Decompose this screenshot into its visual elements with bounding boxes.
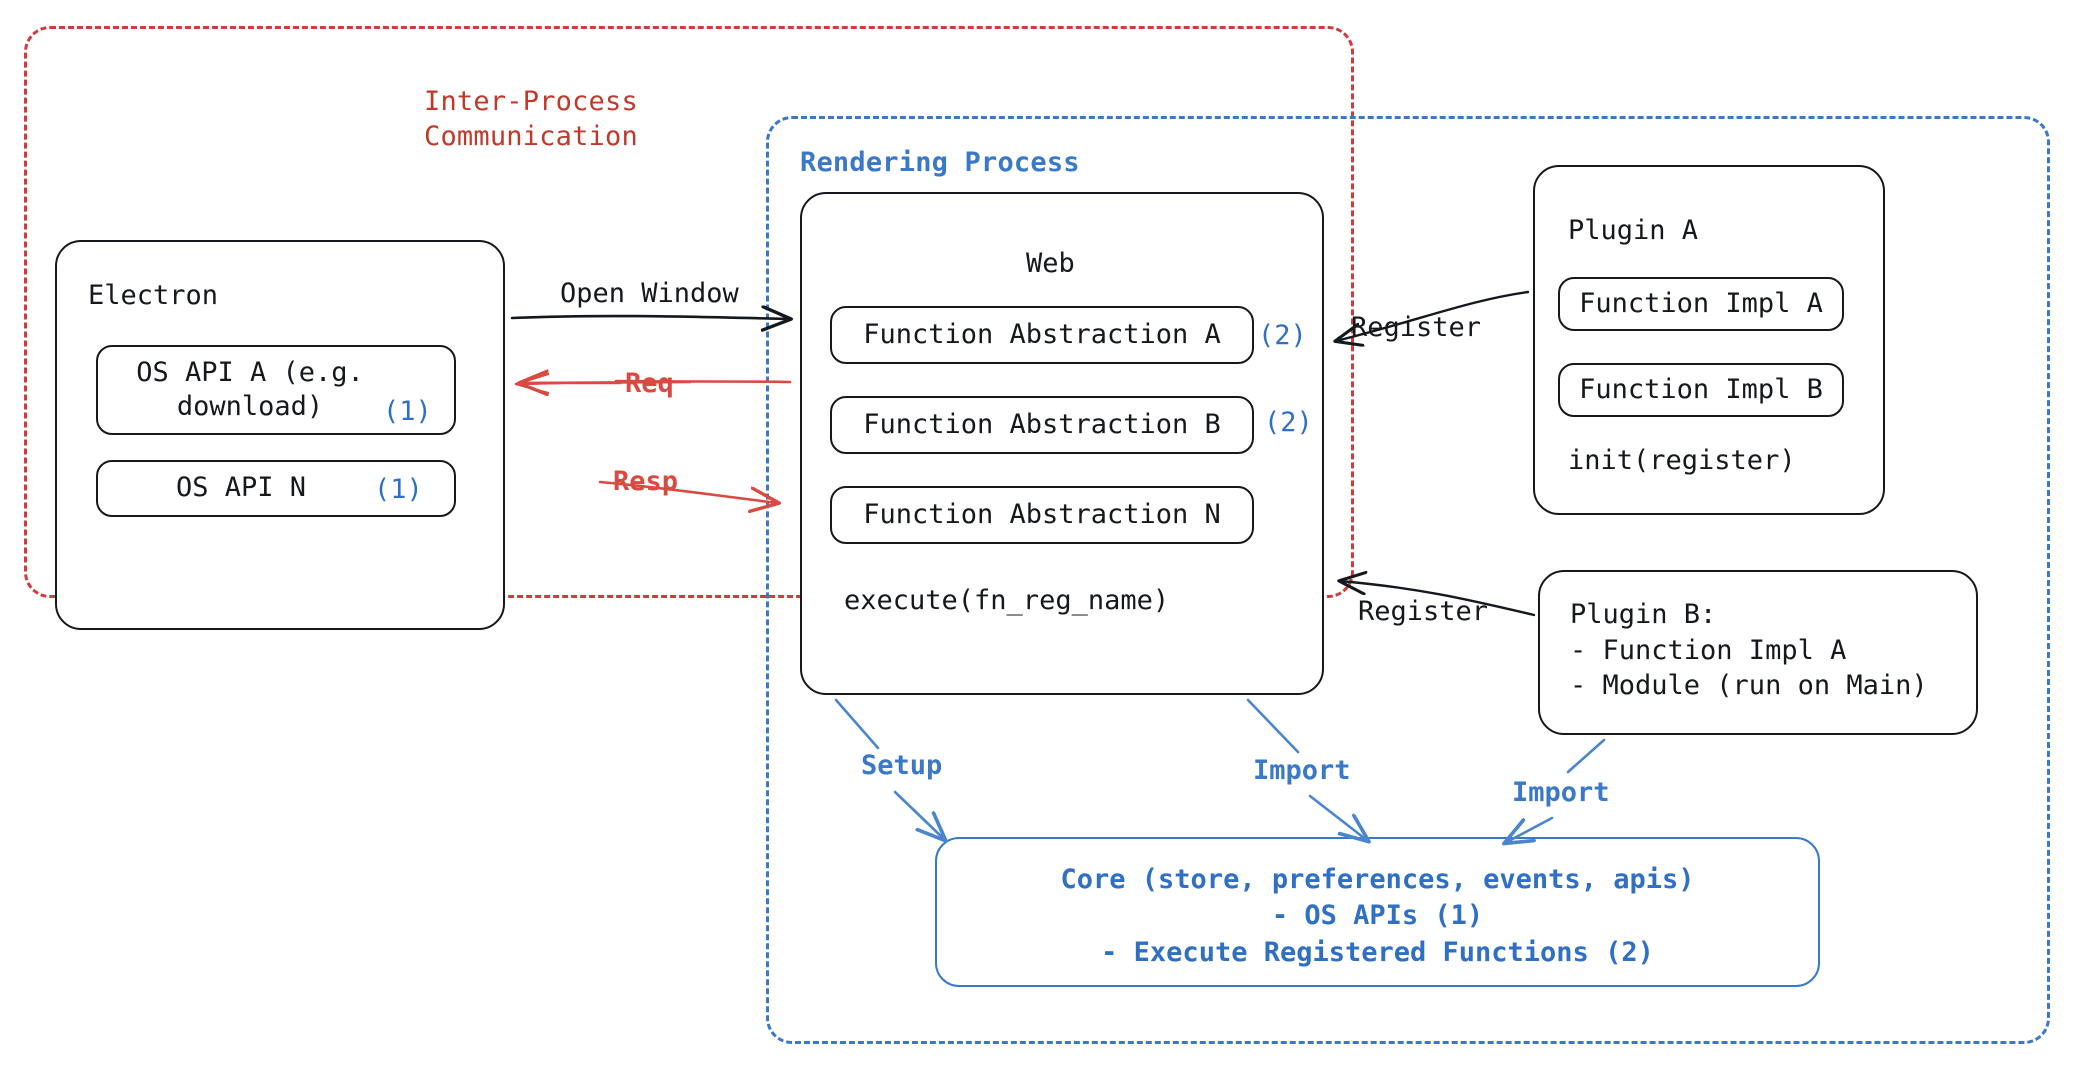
electron-title: Electron xyxy=(88,280,219,311)
region-ipc-label: Inter-Process Communication xyxy=(424,86,638,152)
function-abstraction-a-label: Function Abstraction A xyxy=(863,318,1221,350)
os-api-a-box[interactable]: OS API A (e.g. download) xyxy=(96,345,456,435)
plugin-a-title: Plugin A xyxy=(1568,215,1699,246)
plugin-a-init-label: init(register) xyxy=(1568,445,1796,476)
edge-label-register-plugin-a: Register xyxy=(1351,312,1482,343)
region-rendering-process-label: Rendering Process xyxy=(800,147,1080,178)
edge-label-import-web: Import xyxy=(1253,755,1351,786)
edge-label-open-window: Open Window xyxy=(560,278,739,309)
electron-box xyxy=(55,240,505,630)
core-text: Core (store, preferences, events, apis) … xyxy=(1060,864,1695,968)
function-abstraction-a-marker: (2) xyxy=(1258,320,1307,351)
plugin-b-text: Plugin B: - Function Impl A - Module (ru… xyxy=(1570,599,1928,702)
function-abstraction-n-label: Function Abstraction N xyxy=(863,498,1221,530)
function-abstraction-b-box[interactable]: Function Abstraction B xyxy=(830,396,1254,454)
function-abstraction-b-marker: (2) xyxy=(1264,407,1313,438)
edge-label-import-plugin-b: Import xyxy=(1512,777,1610,808)
web-title: Web xyxy=(1026,248,1075,279)
region-rendering-process xyxy=(766,116,2050,1044)
function-impl-a-box[interactable]: Function Impl A xyxy=(1558,277,1844,331)
os-api-n-label: OS API N xyxy=(175,472,307,504)
function-abstraction-n-box[interactable]: Function Abstraction N xyxy=(830,486,1254,544)
function-impl-a-label: Function Impl A xyxy=(1579,287,1823,319)
os-api-n-marker: (1) xyxy=(374,474,423,505)
function-impl-b-label: Function Impl B xyxy=(1579,373,1823,405)
os-api-a-marker: (1) xyxy=(383,396,432,427)
core-box xyxy=(935,837,1820,987)
plugin-b-box xyxy=(1538,570,1978,735)
function-abstraction-b-label: Function Abstraction B xyxy=(863,408,1221,440)
edge-label-setup: Setup xyxy=(861,750,943,781)
function-abstraction-a-box[interactable]: Function Abstraction A xyxy=(830,306,1254,364)
edge-label-resp: Resp xyxy=(613,466,679,497)
plugin-a-box xyxy=(1533,165,1885,515)
os-api-a-label: OS API A (e.g. download) xyxy=(136,356,364,422)
edge-label-register-plugin-b: Register xyxy=(1358,596,1489,627)
os-api-n-box[interactable]: OS API N xyxy=(96,460,456,517)
function-impl-b-box[interactable]: Function Impl B xyxy=(1558,363,1844,417)
edge-label-req: Req xyxy=(625,368,674,399)
web-execute-label: execute(fn_reg_name) xyxy=(844,585,1170,616)
